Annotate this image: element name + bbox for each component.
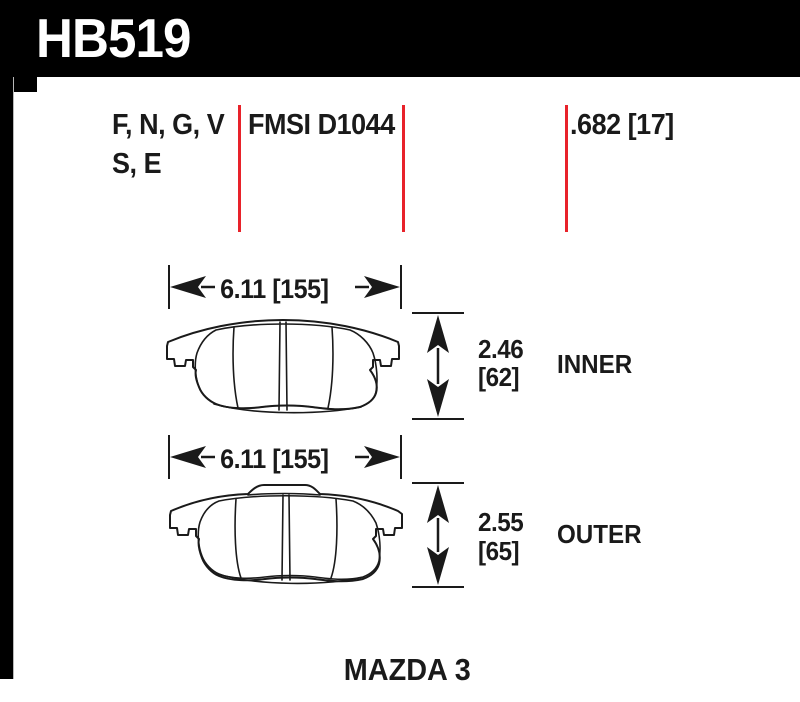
outer-pad-bottom-edge (216, 573, 365, 585)
outer-pad-chamfer-right (330, 498, 338, 579)
outer-height-mm: [65] (478, 536, 520, 566)
inner-pad-chamfer-left (232, 326, 239, 409)
red-divider-1 (238, 105, 241, 232)
inner-pad-bottom-edge (213, 403, 362, 414)
red-divider-2 (402, 105, 405, 232)
inner-pad-slot-left (278, 321, 281, 411)
part-number-text: HB519 (36, 7, 192, 69)
outer-pad-bump-base-line (247, 492, 321, 496)
outer-pad-slot-left (281, 494, 284, 581)
inner-height-in: 2.46 (478, 334, 524, 364)
inner-height-dimension-arrows (412, 312, 464, 420)
dim-arrow-right-icon (364, 446, 400, 468)
part-number: HB519 (36, 6, 202, 70)
fmsi-number: FMSI D1044 (248, 109, 395, 141)
dim-arrow-left-icon (170, 276, 206, 298)
outer-pad-drawing (169, 484, 403, 585)
compound-codes-line1: F, N, G, V (112, 109, 225, 141)
dim-arrow-down-icon (427, 379, 449, 417)
outer-pad-chamfer-left (234, 498, 242, 579)
inner-pad-slot-right (285, 321, 288, 411)
outer-width-value: 6.11 [155] (219, 444, 329, 474)
dim-arrow-down-icon (427, 547, 449, 585)
vehicle-name: MAZDA 3 (343, 652, 471, 687)
inner-height-mm: [62] (478, 362, 520, 392)
red-divider-3 (565, 105, 568, 232)
outer-pad-slot-right (288, 494, 291, 581)
inner-width-value: 6.11 [155] (219, 274, 329, 304)
inner-width-dimension-arrows (168, 265, 402, 309)
dim-arrow-right-icon (364, 276, 400, 298)
inner-pad-chamfer-right (327, 326, 334, 409)
dim-arrow-left-icon (170, 446, 206, 468)
outer-pad-friction (197, 494, 381, 581)
inner-label: INNER (557, 349, 633, 379)
inner-pad-friction (194, 323, 378, 411)
compound-codes-line2: S, E (112, 148, 162, 180)
corner-notch (13, 77, 37, 92)
dim-arrow-up-icon (427, 485, 449, 523)
outer-width-dimension-arrows (168, 435, 402, 479)
inner-pad-backing-plate (166, 319, 400, 411)
pad-thickness: .682 [17] (570, 109, 674, 141)
left-border (0, 0, 13, 679)
outer-pad-backing-plate (169, 484, 403, 583)
outer-label: OUTER (557, 519, 642, 549)
outer-height-in: 2.55 (478, 507, 524, 537)
header-band (0, 0, 800, 77)
inner-width-dimension: 6.11 [155] (160, 261, 410, 313)
outer-width-dimension: 6.11 [155] (160, 431, 410, 483)
inner-pad-drawing (166, 319, 400, 414)
dim-arrow-up-icon (427, 315, 449, 353)
outer-height-dimension-arrows (412, 482, 464, 588)
page-hairline (13, 77, 14, 679)
inner-height-dimension (406, 306, 470, 422)
outer-height-dimension (406, 476, 470, 592)
